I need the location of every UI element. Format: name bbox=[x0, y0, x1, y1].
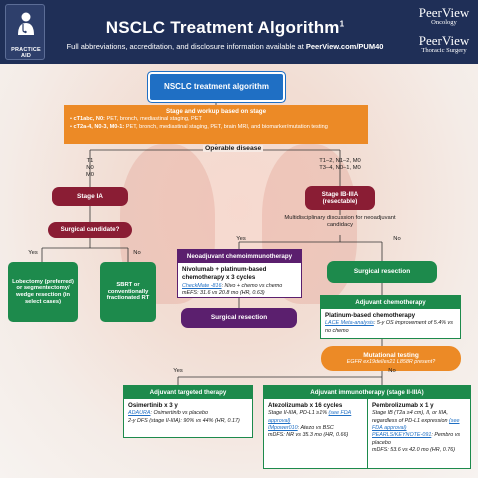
neoadjuvant-header: Neoadjuvant chemoimmunotherapy bbox=[178, 250, 301, 263]
practice-aid-badge: PRACTICE AID bbox=[5, 4, 45, 60]
brand-oncology-logo: PeerView Oncology bbox=[418, 5, 470, 26]
adjuvant-chemo-panel: Adjuvant chemotherapy Platinum-based che… bbox=[320, 295, 461, 339]
operable-disease-label: Operable disease bbox=[203, 145, 264, 152]
staging-item-2: • cT2a-4, N0-3, M0-1: PET, bronch, media… bbox=[70, 123, 328, 130]
stage-ib-iiia-box: Stage IB-IIIA (resectable) bbox=[305, 186, 375, 210]
sbrt-box: SBRT or conventionally fractionated RT bbox=[100, 262, 156, 322]
no-label-left: No bbox=[133, 250, 141, 256]
right-branch-labels: T1–2, N1–2, M0 T3–4, N0–1, M0 bbox=[319, 158, 361, 171]
yes-label-mut: Yes bbox=[173, 368, 183, 374]
pembrolizumab-column: Pembrolizumab x 1 y Stage IB (T2a ≥4 cm)… bbox=[372, 402, 461, 453]
atezo-fda-link[interactable]: (see FDA approval) bbox=[268, 410, 352, 424]
targeted-therapy-panel: Adjuvant targeted therapy Osimertinib x … bbox=[123, 385, 253, 438]
pearls-link[interactable]: PEARLS/KEYNOTE-091 bbox=[372, 432, 432, 439]
start-box: NSCLC treatment algorithm bbox=[150, 74, 283, 100]
lobectomy-box: Lobectomy (preferred) or segmentectomy/ … bbox=[8, 262, 78, 322]
yes-label-right: Yes bbox=[236, 236, 246, 242]
atezolizumab-column: Atezolizumab x 16 cycles Stage II-IIIA, … bbox=[264, 399, 368, 469]
page-title: NSCLC Treatment Algorithm1 bbox=[105, 18, 345, 37]
mutational-testing-box: Mutational testing EGFR ex19del/ex21 L85… bbox=[321, 346, 461, 371]
badge-label: PRACTICE AID bbox=[11, 47, 41, 59]
surgical-candidate-box: Surgical candidate? bbox=[48, 222, 132, 238]
stage-ia-box: Stage IA bbox=[52, 187, 128, 206]
neoadjuvant-panel: Neoadjuvant chemoimmunotherapy Nivolumab… bbox=[177, 249, 302, 298]
staging-heading: Stage and workup based on stage bbox=[165, 108, 267, 115]
staging-item-1: • cT1abc, N0: PET, bronch, mediastinal s… bbox=[70, 116, 202, 123]
left-branch-labels: T1 N0 M0 bbox=[85, 158, 95, 178]
no-label-mut: No bbox=[388, 368, 396, 374]
staging-workup-box: Stage and workup based on stage • cT1abc… bbox=[64, 105, 368, 144]
adjuvant-chemo-body: Platinum-based chemotherapy LACE Meta-an… bbox=[325, 312, 453, 334]
pembro-fda-link[interactable]: (see FDA approval) bbox=[372, 417, 460, 431]
brand-thoracic-logo: PeerView Thoracic Surgery bbox=[418, 33, 470, 54]
doctor-icon bbox=[18, 12, 34, 35]
impower010-link[interactable]: IMpower010 bbox=[268, 424, 298, 431]
no-label-right: No bbox=[393, 236, 401, 242]
immunotherapy-header: Adjuvant immunotherapy (stage II-IIIA) bbox=[264, 386, 470, 399]
targeted-header: Adjuvant targeted therapy bbox=[124, 386, 252, 399]
page-subtitle: Full abbreviations, accreditation, and d… bbox=[66, 42, 384, 51]
surgical-resection-right: Surgical resection bbox=[327, 261, 437, 283]
immunotherapy-panel: Adjuvant immunotherapy (stage II-IIIA) A… bbox=[263, 385, 471, 469]
yes-label-left: Yes bbox=[28, 250, 38, 256]
adjuvant-chemo-header: Adjuvant chemotherapy bbox=[321, 296, 460, 309]
targeted-body: Osimertinib x 3 y ADAURA: Osimertinib vs… bbox=[128, 402, 240, 424]
multidisciplinary-note: Multidisciplinary discussion for neoadju… bbox=[284, 215, 396, 228]
checkmate-816-link[interactable]: CheckMate -816 bbox=[182, 282, 222, 289]
header-banner: PRACTICE AID NSCLC Treatment Algorithm1 … bbox=[0, 0, 478, 64]
lace-link[interactable]: LACE Meta-analysis bbox=[325, 320, 374, 327]
surgical-resection-left: Surgical resection bbox=[181, 308, 297, 328]
adaura-link[interactable]: ADAURA bbox=[128, 410, 151, 417]
neoadjuvant-body: Nivolumab + platinum-based chemotherapy … bbox=[182, 266, 283, 297]
subtitle-link[interactable]: PeerView.com/PUM40 bbox=[305, 42, 384, 51]
